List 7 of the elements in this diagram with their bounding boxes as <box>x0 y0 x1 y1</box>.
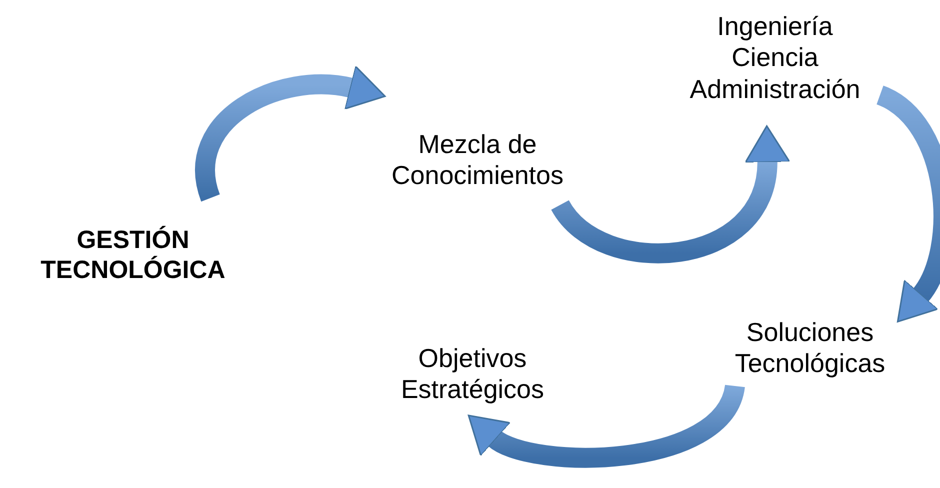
node-label: GESTIÓN TECNOLÓGICA <box>40 225 226 285</box>
node-label: Mezcla de Conocimientos <box>390 128 564 192</box>
curved-arrow <box>875 86 940 325</box>
node-label: Objetivos Estratégicos <box>400 342 546 406</box>
curved-arrow <box>196 65 386 200</box>
node-label: Ingeniería Ciencia Administración <box>688 11 862 105</box>
node-label: Soluciones Tecnológicas <box>734 316 886 380</box>
